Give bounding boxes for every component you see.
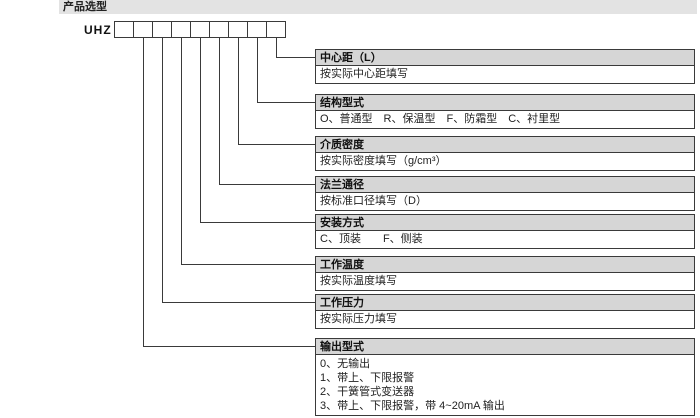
field-desc: 按实际温度填写: [320, 275, 397, 287]
field-label: 输出型式: [316, 339, 694, 355]
field-desc: 按实际密度填写（g/cm³）: [320, 155, 447, 167]
connector-vertical-line: [200, 38, 201, 222]
field-desc: O、普通型 R、保温型 F、防霜型 C、衬里型: [320, 113, 561, 125]
model-code-box: [209, 21, 229, 38]
model-code-box: [171, 21, 191, 38]
model-code-box: [114, 21, 134, 38]
field-section-center-distance: 中心距（L） 按实际中心距填写: [315, 49, 695, 84]
connector-vertical-line: [238, 38, 239, 144]
model-code-box: [152, 21, 172, 38]
output-option: 1、带上、下限报警: [320, 372, 415, 384]
field-label: 安装方式: [316, 215, 694, 231]
model-prefix-label: UHZ: [84, 23, 112, 37]
field-desc: C、顶装 F、侧装: [320, 233, 423, 245]
field-section-mounting-type: 安装方式 C、顶装 F、侧装: [315, 214, 695, 249]
model-code-boxes: [114, 21, 286, 38]
connector-horizontal-line: [238, 144, 315, 145]
connector-horizontal-line: [257, 102, 315, 103]
connector-horizontal-line: [200, 222, 315, 223]
section-title-bar: 产品选型: [59, 0, 697, 14]
field-desc: 按实际压力填写: [320, 313, 397, 325]
connector-vertical-line: [181, 38, 182, 264]
field-section-working-temperature: 工作温度 按实际温度填写: [315, 256, 695, 291]
field-section-medium-density: 介质密度 按实际密度填写（g/cm³）: [315, 136, 695, 171]
connector-horizontal-line: [219, 184, 315, 185]
connector-horizontal-line: [162, 302, 315, 303]
field-desc: 按实际中心距填写: [320, 68, 408, 80]
field-label: 结构型式: [316, 95, 694, 111]
model-code-box: [190, 21, 210, 38]
field-desc: 0、无输出 1、带上、下限报警 2、干簧管式变送器 3、带上、下限报警，带 4~…: [316, 355, 694, 415]
field-label: 介质密度: [316, 137, 694, 153]
connector-vertical-line: [257, 38, 258, 102]
connector-vertical-line: [219, 38, 220, 184]
model-code-box: [133, 21, 153, 38]
output-option: 3、带上、下限报警，带 4~20mA 输出: [320, 400, 505, 412]
field-section-working-pressure: 工作压力 按实际压力填写: [315, 294, 695, 329]
field-label: 工作温度: [316, 257, 694, 273]
output-option: 2、干簧管式变送器: [320, 386, 415, 398]
field-section-structure-type: 结构型式 O、普通型 R、保温型 F、防霜型 C、衬里型: [315, 94, 695, 129]
field-label: 工作压力: [316, 295, 694, 311]
model-code-box: [247, 21, 267, 38]
output-option: 0、无输出: [320, 358, 371, 370]
model-code-box: [228, 21, 248, 38]
field-label: 中心距（L）: [316, 50, 694, 66]
connector-horizontal-line: [276, 57, 315, 58]
connector-vertical-line: [143, 38, 144, 346]
connector-horizontal-line: [143, 346, 315, 347]
connector-vertical-line: [162, 38, 163, 302]
field-desc: 按标准口径填写（D）: [320, 195, 427, 207]
field-section-flange-diameter: 法兰通径 按标准口径填写（D）: [315, 176, 695, 211]
model-code-box: [266, 21, 286, 38]
connector-vertical-line: [276, 38, 277, 57]
field-label: 法兰通径: [316, 177, 694, 193]
field-section-output-type: 输出型式 0、无输出 1、带上、下限报警 2、干簧管式变送器 3、带上、下限报警…: [315, 338, 695, 416]
connector-horizontal-line: [181, 264, 315, 265]
